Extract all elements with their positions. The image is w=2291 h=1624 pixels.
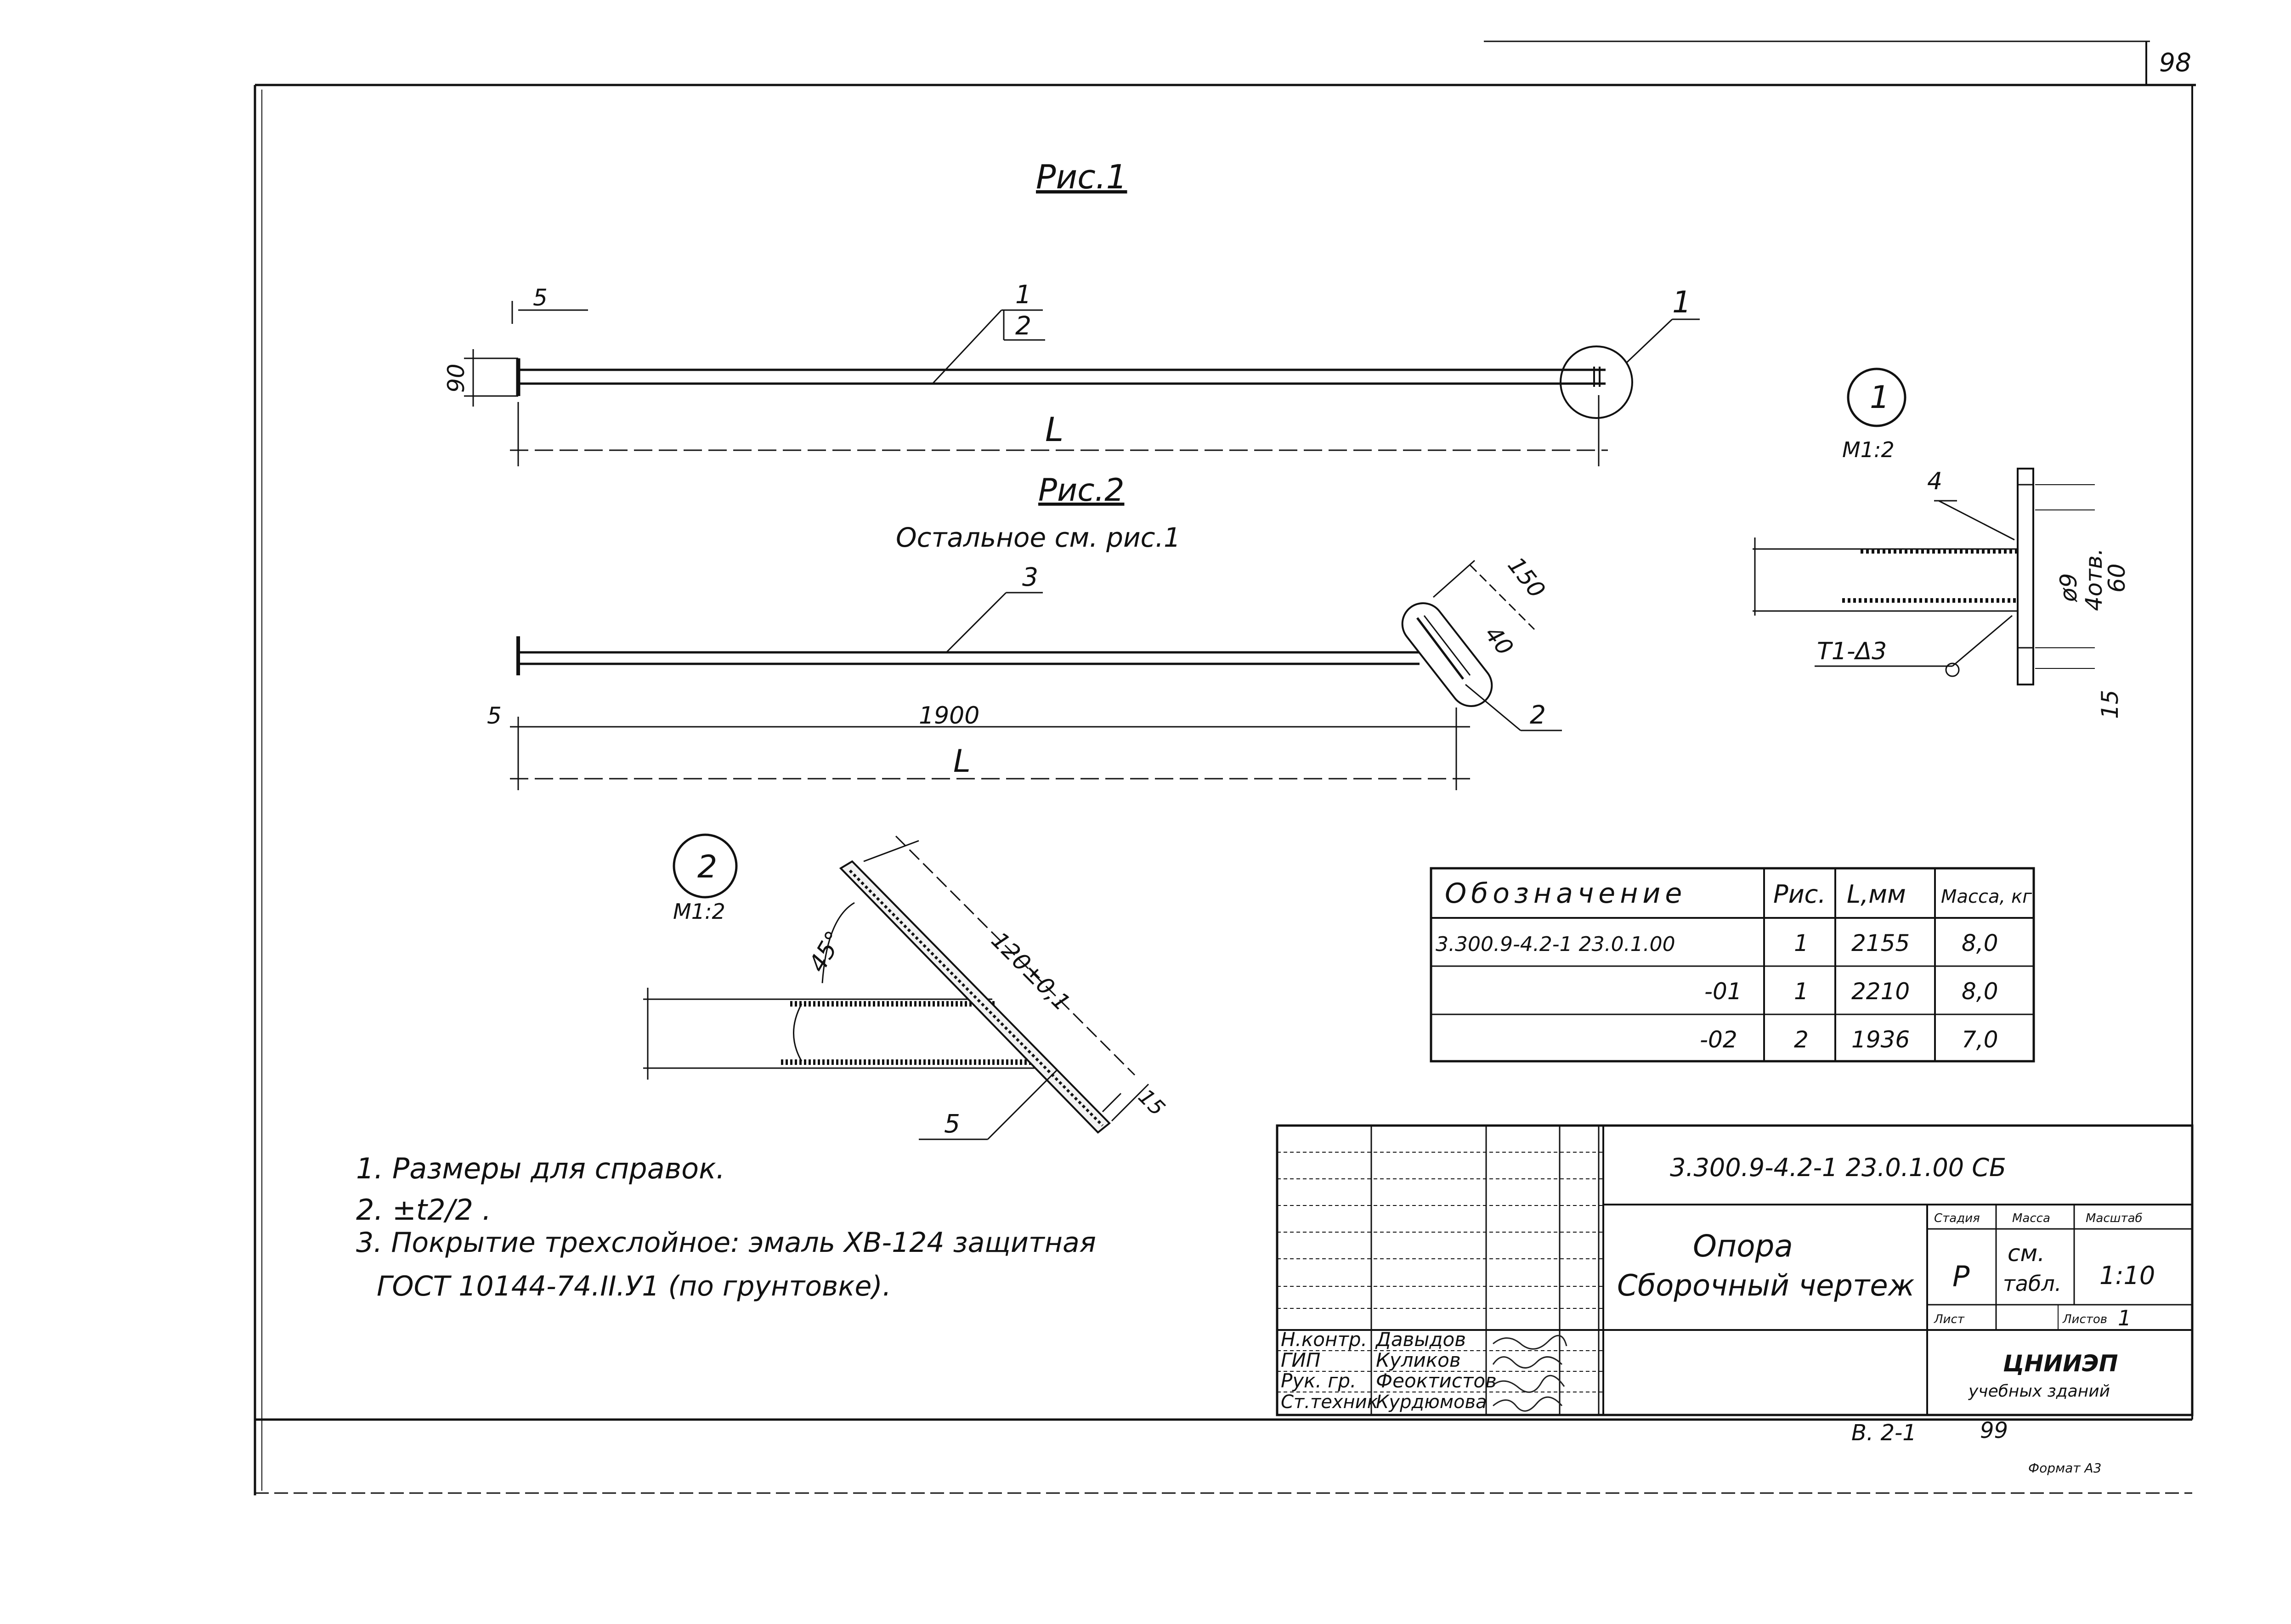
- detail-2-plate-length: 120±0,1: [986, 927, 1075, 1016]
- tb-sheets-label: Листов: [2062, 1313, 2107, 1326]
- note-2: 2. ±t2/2 .: [356, 1193, 491, 1227]
- detail-1-marker-circle: [1560, 345, 1633, 419]
- note-1: 1. Размеры для справок.: [356, 1152, 725, 1185]
- tb-signer-3-role: Рук. гр.: [1281, 1369, 1356, 1392]
- title-block-text: 3.300.9-4.2-1 23.0.1.00 СБ Опора Сборочн…: [1281, 1153, 2155, 1413]
- detail-2-marker-oval: [1401, 602, 1493, 707]
- spec-header-fig: Рис.: [1773, 880, 1826, 909]
- detail-2-number: 2: [697, 849, 717, 885]
- tb-scale: 1:10: [2099, 1261, 2155, 1290]
- page-number: 98: [2159, 48, 2191, 77]
- tb-signer-4-role: Ст.техник: [1281, 1392, 1378, 1413]
- tb-sheets: 1: [2118, 1306, 2131, 1330]
- spec-row3-fig: 2: [1794, 1026, 1809, 1053]
- spec-row1-length: 2155: [1851, 930, 1910, 956]
- tb-mass-line1: см.: [2008, 1240, 2045, 1267]
- detail-1-weld: Т1-Δ3: [1817, 638, 1887, 665]
- tb-designation: 3.300.9-4.2-1 23.0.1.00 СБ: [1670, 1153, 2006, 1182]
- tb-org-sub: учебных зданий: [1968, 1382, 2110, 1401]
- fig2-subtitle: Остальное см. рис.1: [896, 522, 1181, 553]
- spec-table-text: Обозначение Рис. L,мм Масса, кг 3.300.9-…: [1436, 877, 2032, 1053]
- fig2-callout-3: 3: [1022, 562, 1038, 592]
- fig2-dim-length: L: [953, 743, 971, 780]
- footer-code: В. 2-1: [1851, 1420, 1917, 1446]
- footer-page: 99: [1980, 1418, 2008, 1443]
- tb-signer-1-role: Н.контр.: [1281, 1328, 1367, 1351]
- spec-row1-designation: 3.300.9-4.2-1 23.0.1.00: [1436, 933, 1675, 956]
- spec-row3-length: 1936: [1851, 1026, 1910, 1053]
- detail-2-scale: М1:2: [673, 899, 725, 924]
- detail-1-dim-60: 60: [2104, 563, 2130, 593]
- spec-row3-designation: -02: [1700, 1026, 1737, 1053]
- title-block-grid-rows: [1277, 1152, 1603, 1392]
- tb-signer-3-name: Феоктистов: [1376, 1369, 1497, 1392]
- fig1-callout-den: 2: [1015, 311, 1031, 340]
- fig1-detail-callout: 1: [1672, 285, 1691, 320]
- spec-row2-mass: 8,0: [1962, 978, 1998, 1005]
- spec-row2-fig: 1: [1794, 978, 1809, 1005]
- spec-row1-mass: 8,0: [1962, 930, 1998, 956]
- spec-row1-fig: 1: [1794, 930, 1809, 956]
- detail-1-number-circle: [1847, 368, 1906, 427]
- detail-2: 2 М1:2 45° 120±0,1 15 5: [643, 833, 1170, 1140]
- note-3-cont: ГОСТ 10144-74.II.У1 (по грунтовке).: [377, 1270, 891, 1302]
- tb-mass-line2: табл.: [2003, 1271, 2061, 1296]
- spec-row2-designation: -01: [1704, 978, 1742, 1005]
- title-block: [1276, 1124, 2194, 1416]
- tb-signer-2-name: Куликов: [1376, 1349, 1461, 1371]
- fig2-dim-150: 150: [1503, 552, 1550, 603]
- fig1-title: Рис.1: [1036, 158, 1127, 196]
- sheet-frame: [254, 40, 2196, 1495]
- spec-row2-length: 2210: [1851, 978, 1910, 1005]
- tb-signer-2-role: ГИП: [1281, 1349, 1320, 1371]
- detail-1-number: 1: [1870, 379, 1889, 416]
- detail-1-holes-count: 4отв.: [2081, 548, 2107, 611]
- tb-col-scale: Масштаб: [2086, 1211, 2143, 1225]
- detail-2-callout-5: 5: [944, 1109, 960, 1138]
- tb-col-stage: Стадия: [1934, 1211, 1980, 1225]
- tb-name-line2: Сборочный чертеж: [1617, 1269, 1915, 1303]
- fig2-title: Рис.2: [1038, 472, 1124, 509]
- fig2-dim-1900: 1900: [919, 702, 979, 730]
- spec-header-designation: Обозначение: [1445, 877, 1686, 910]
- detail-2-dim-15: 15: [1133, 1084, 1170, 1121]
- spec-table: [1430, 867, 2035, 1063]
- fig1-callout-num: 1: [1015, 280, 1031, 309]
- tb-signer-1-name: Давыдов: [1375, 1328, 1466, 1351]
- detail-2-number-circle: [673, 833, 738, 899]
- fig2-dim-40: 40: [1480, 621, 1519, 661]
- notes: 1. Размеры для справок. 2. ±t2/2 . 3. По…: [356, 1152, 1096, 1302]
- tb-name-line1: Опора: [1693, 1228, 1793, 1264]
- tb-sheet-label: Лист: [1934, 1313, 1965, 1326]
- detail-1-scale: М1:2: [1842, 437, 1895, 462]
- spec-header-mass: Масса, кг: [1941, 886, 2032, 907]
- figure-2: Рис.2 Остальное см. рис.1 3 5 1900 L 150…: [487, 472, 1562, 790]
- fig1-dim-top: 5: [533, 284, 548, 311]
- detail-1-dim-15: 15: [2097, 690, 2123, 719]
- sheet-format: Формат А3: [2028, 1460, 2101, 1476]
- tb-org: ЦНИИЭП: [2003, 1350, 2118, 1377]
- tb-col-mass: Масса: [2012, 1211, 2050, 1225]
- spec-row3-mass: 7,0: [1962, 1026, 1998, 1053]
- detail-1-hole: ø9: [2055, 573, 2082, 602]
- spec-header-length: L,мм: [1847, 880, 1906, 909]
- detail-1: 1 М1:2 4 ø9 4отв. 60 Т1-Δ3 15: [1753, 368, 2130, 719]
- detail-1-callout-4: 4: [1927, 468, 1942, 495]
- tb-stage: Р: [1952, 1260, 1970, 1293]
- tb-signer-4-name: Курдюмова: [1376, 1392, 1487, 1413]
- detail-2-angle: 45°: [803, 927, 849, 977]
- fig2-callout-2: 2: [1530, 700, 1546, 730]
- fig1-dim-height: 90: [443, 363, 470, 393]
- fig1-dim-length: L: [1045, 410, 1063, 449]
- figure-1: Рис.1 5 90 L 1 2 1: [443, 158, 1700, 466]
- signature-scribbles: [1492, 1335, 1567, 1412]
- note-3: 3. Покрытие трехслойное: эмаль ХВ-124 за…: [356, 1227, 1096, 1259]
- fig2-dim-5: 5: [487, 702, 502, 729]
